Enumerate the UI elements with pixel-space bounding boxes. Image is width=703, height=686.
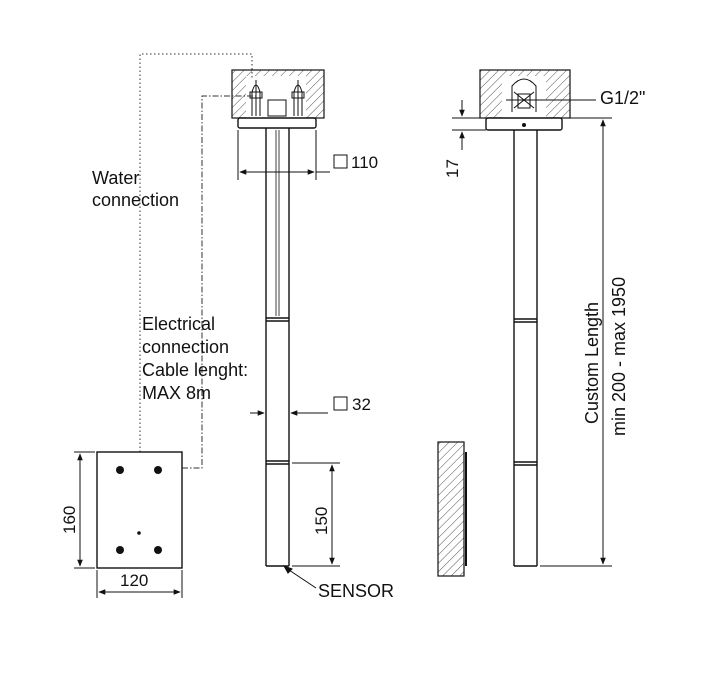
wall-section [437,441,465,577]
dim-custom-length [540,117,612,567]
custom-length-line2: min 200 - max 1950 [609,277,629,436]
dim-pipe-width [250,396,348,416]
control-box-screws [116,466,162,554]
sensor-label: SENSOR [318,581,394,601]
dim-sensor-height [292,462,340,567]
electrical-label-line2: connection [142,337,229,357]
electrical-connection-line [182,95,258,469]
water-label-line1: Water [92,168,139,188]
dim-box-height-value: 160 [60,506,79,534]
valve-assembly [249,80,305,117]
control-box [96,451,183,569]
electrical-label-line1: Electrical [142,314,215,334]
shower-pipe-left [265,128,290,567]
front-view: 110 32 150 SENSOR Water connection Elect… [60,53,394,601]
valve-assembly-side [506,78,542,112]
dim-pipe-width-value: 32 [352,395,371,414]
dim-flange-height-value: 17 [443,159,462,178]
dim-flange-height [452,100,486,150]
dim-plate-width-value: 110 [351,153,378,172]
water-label-line2: connection [92,190,179,210]
electrical-label-line4: MAX 8m [142,383,211,403]
dim-plate-width [237,130,348,180]
flange-plate-left [237,117,317,129]
thread-label: G1/2" [600,88,645,108]
dim-box-width-value: 120 [120,571,148,590]
dim-box-height [74,451,95,569]
side-view: G1/2" 17 Custom Length min 200 - max 195… [437,69,645,577]
shower-pipe-right [513,130,538,567]
electrical-label-line3: Cable lenght: [142,360,248,380]
custom-length-line1: Custom Length [582,302,602,424]
sensor-leader [282,565,317,589]
dim-sensor-height-value: 150 [312,507,331,535]
dim-box-width [96,570,183,598]
